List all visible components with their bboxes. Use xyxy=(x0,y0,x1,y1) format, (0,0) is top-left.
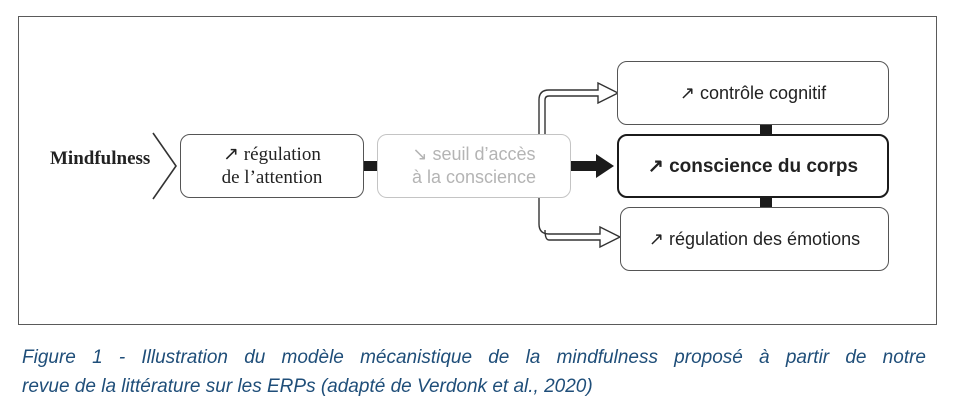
figure-frame xyxy=(18,16,937,325)
mindfulness-chevron xyxy=(152,132,177,200)
node-corps-label: ↗ conscience du corps xyxy=(647,155,859,177)
node-cognitif-label: ↗ contrôle cognitif xyxy=(679,82,827,103)
caption-line1: Figure 1 - Illustration du modèle mécani… xyxy=(22,347,926,368)
caption-line2: revue de la littérature sur les ERPs (ad… xyxy=(22,376,593,397)
node-seuil-line1: ↘ seuil d’accès xyxy=(412,144,536,164)
node-controle-cognitif: ↗ contrôle cognitif xyxy=(617,61,889,125)
arrow-to-emotions xyxy=(538,170,622,249)
arrow-seuil-corps xyxy=(571,154,614,178)
connector-attention-seuil xyxy=(364,161,377,171)
node-seuil-line2: à la conscience xyxy=(411,167,537,187)
node-attention-line2: de l’attention xyxy=(221,167,323,188)
node-attention-line1: ↗ régulation xyxy=(223,144,321,165)
node-regulation-attention: ↗ régulation de l’attention xyxy=(180,134,364,198)
node-regulation-emotions: ↗ régulation des émotions xyxy=(620,207,889,271)
node-conscience-corps: ↗ conscience du corps xyxy=(617,134,889,198)
mindfulness-label: Mindfulness xyxy=(50,148,151,169)
node-emotions-label: ↗ régulation des émotions xyxy=(648,228,861,249)
node-seuil-conscience: ↘ seuil d’accès à la conscience xyxy=(377,134,571,198)
arrow-to-cognitif xyxy=(538,81,620,163)
figure-caption: Figure 1 - Illustration du modèle mécani… xyxy=(22,343,926,401)
